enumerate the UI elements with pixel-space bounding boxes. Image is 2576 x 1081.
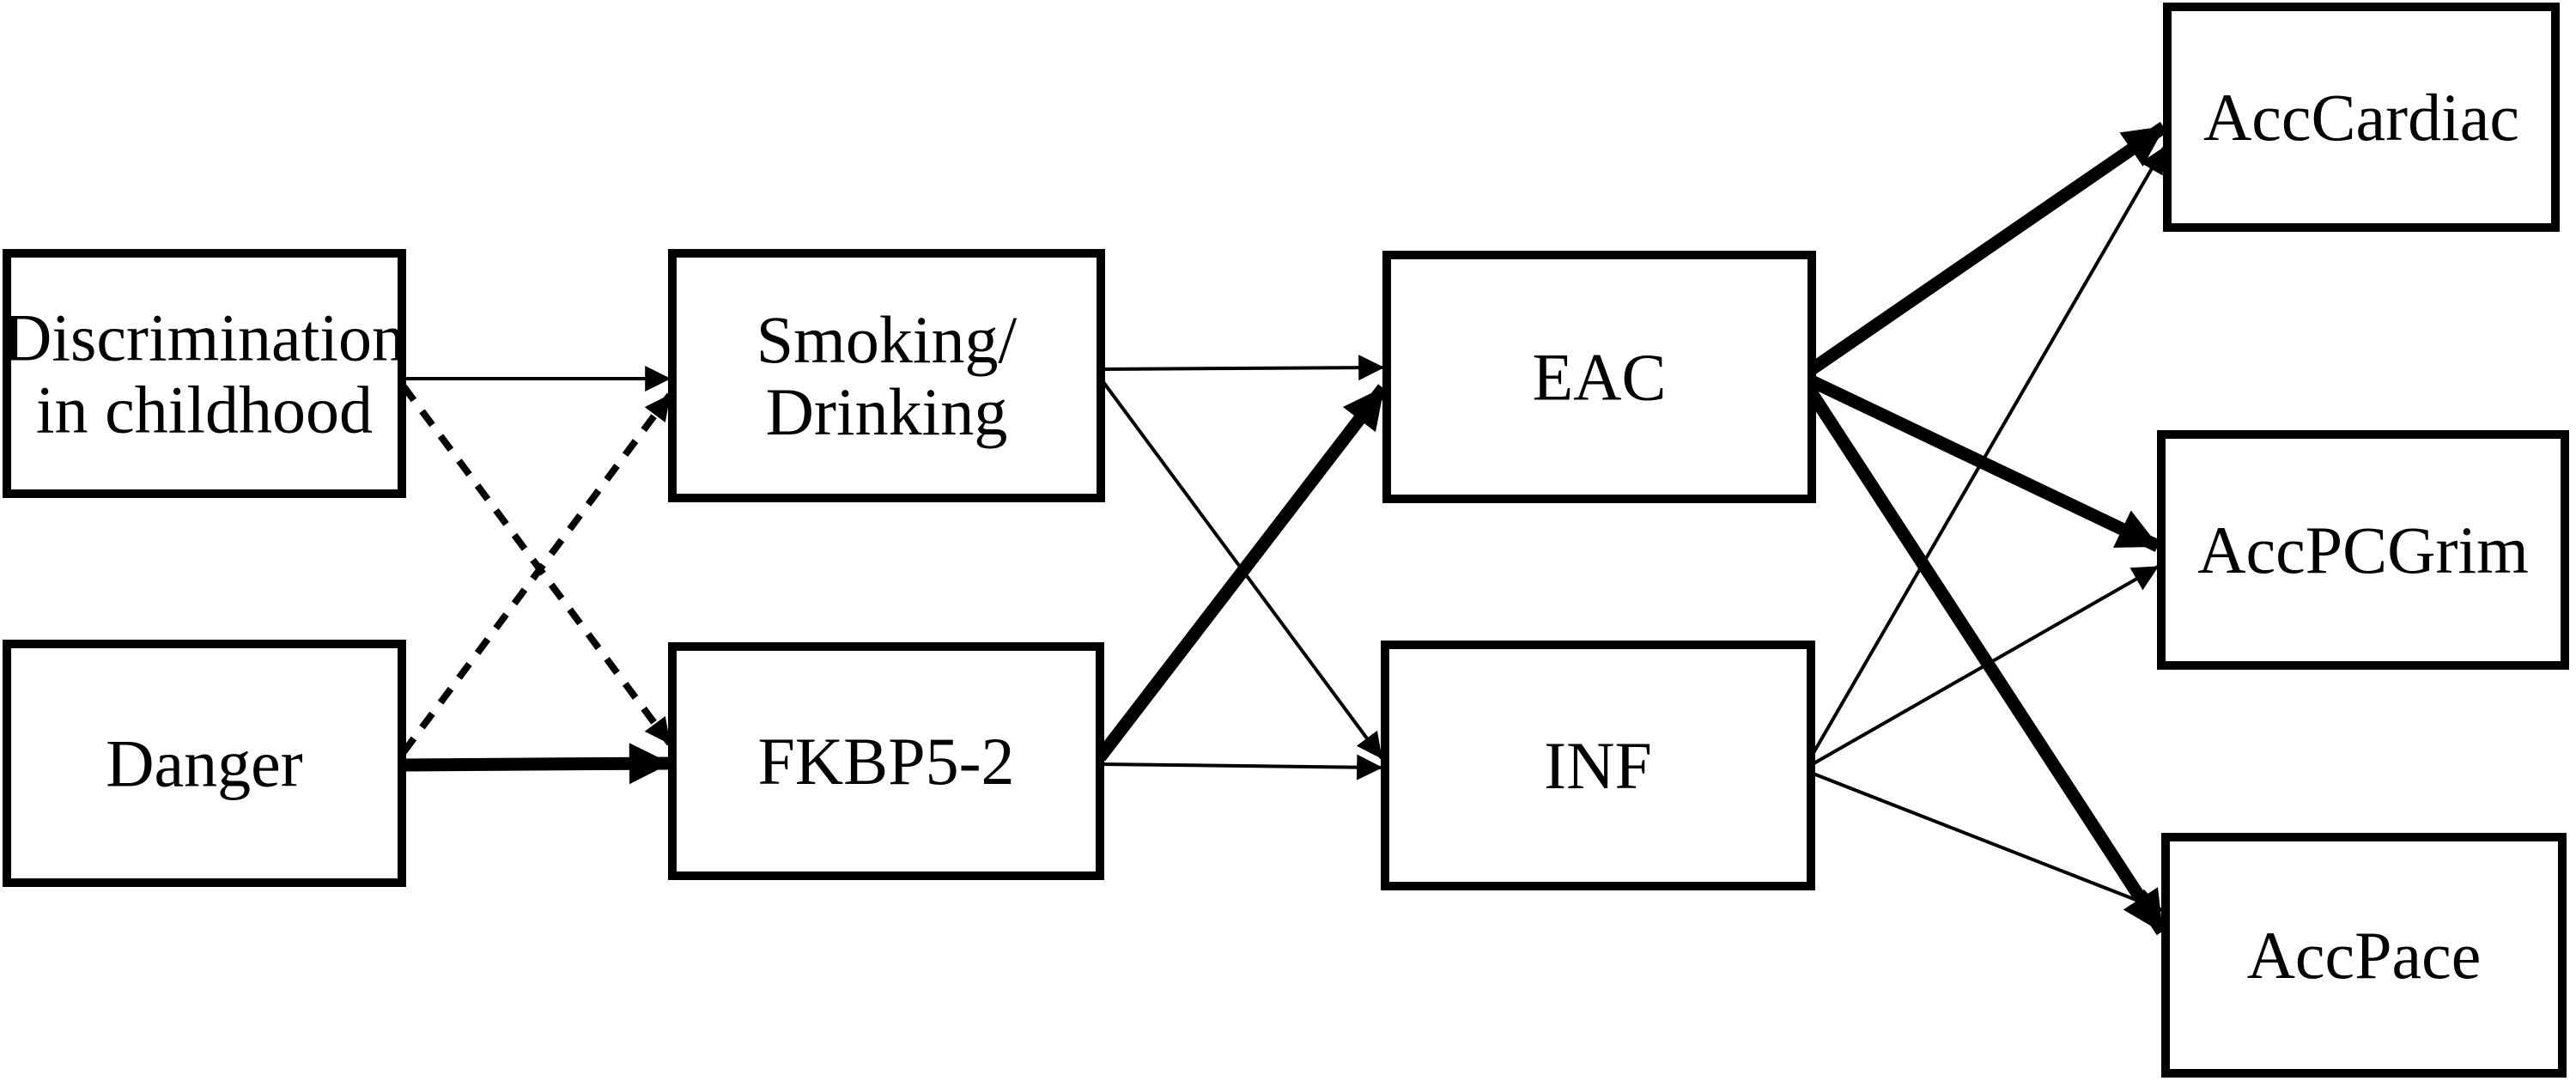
- node-accPace: AccPace: [2161, 833, 2567, 1078]
- edge-danger-smoking-arrow: [400, 392, 673, 755]
- node-fkbp5-box: [668, 642, 1104, 880]
- node-eac-box: [1382, 251, 1816, 503]
- edge-eac-accPCGrim-arrow: [1808, 375, 2161, 552]
- node-smoking-box: [668, 249, 1105, 502]
- node-accPace-box: [2161, 833, 2567, 1078]
- node-accPace-label: AccPace: [2247, 918, 2482, 993]
- node-accCardiac: AccCardiac: [2163, 3, 2560, 232]
- node-accCardiac-box: [2163, 3, 2560, 232]
- node-eac-label: EAC: [1533, 340, 1667, 415]
- node-inf: INF: [1381, 641, 1815, 890]
- node-accPCGrim-label: AccPCGrim: [2197, 513, 2529, 587]
- node-inf-label: INF: [1544, 728, 1652, 803]
- node-accCardiac-label: AccCardiac: [2203, 80, 2519, 155]
- node-danger-label: Danger: [106, 726, 303, 801]
- node-smoking: Smoking/Drinking: [668, 249, 1105, 502]
- node-danger-box: [3, 640, 406, 887]
- edge-fkbp5-inf-arrow: [1099, 754, 1383, 780]
- node-fkbp5-label: FKBP5-2: [757, 724, 1014, 799]
- node-accPCGrim-box: [2157, 430, 2569, 670]
- edge-inf-accPace-arrow: [1810, 771, 2164, 914]
- edge-discrimination-fkbp5-arrow: [400, 384, 673, 746]
- edge-fkbp5-eac-arrow: [1095, 384, 1388, 762]
- edge-inf-accPCGrim-arrow: [1810, 565, 2160, 767]
- edge-danger-fkbp5-arrow: [401, 743, 671, 785]
- node-smoking-label: Smoking/Drinking: [756, 302, 1018, 449]
- node-inf-box: [1381, 641, 1815, 890]
- edge-inf-accCardiac-arrow: [1809, 146, 2166, 759]
- node-discrimination-box: [3, 249, 406, 498]
- node-eac: EAC: [1382, 251, 1816, 503]
- node-fkbp5: FKBP5-2: [668, 642, 1104, 880]
- node-accPCGrim: AccPCGrim: [2157, 430, 2569, 670]
- edge-smoking-eac-arrow: [1100, 355, 1385, 381]
- node-danger: Danger: [3, 640, 406, 887]
- edge-eac-accCardiac-arrow: [1807, 121, 2168, 375]
